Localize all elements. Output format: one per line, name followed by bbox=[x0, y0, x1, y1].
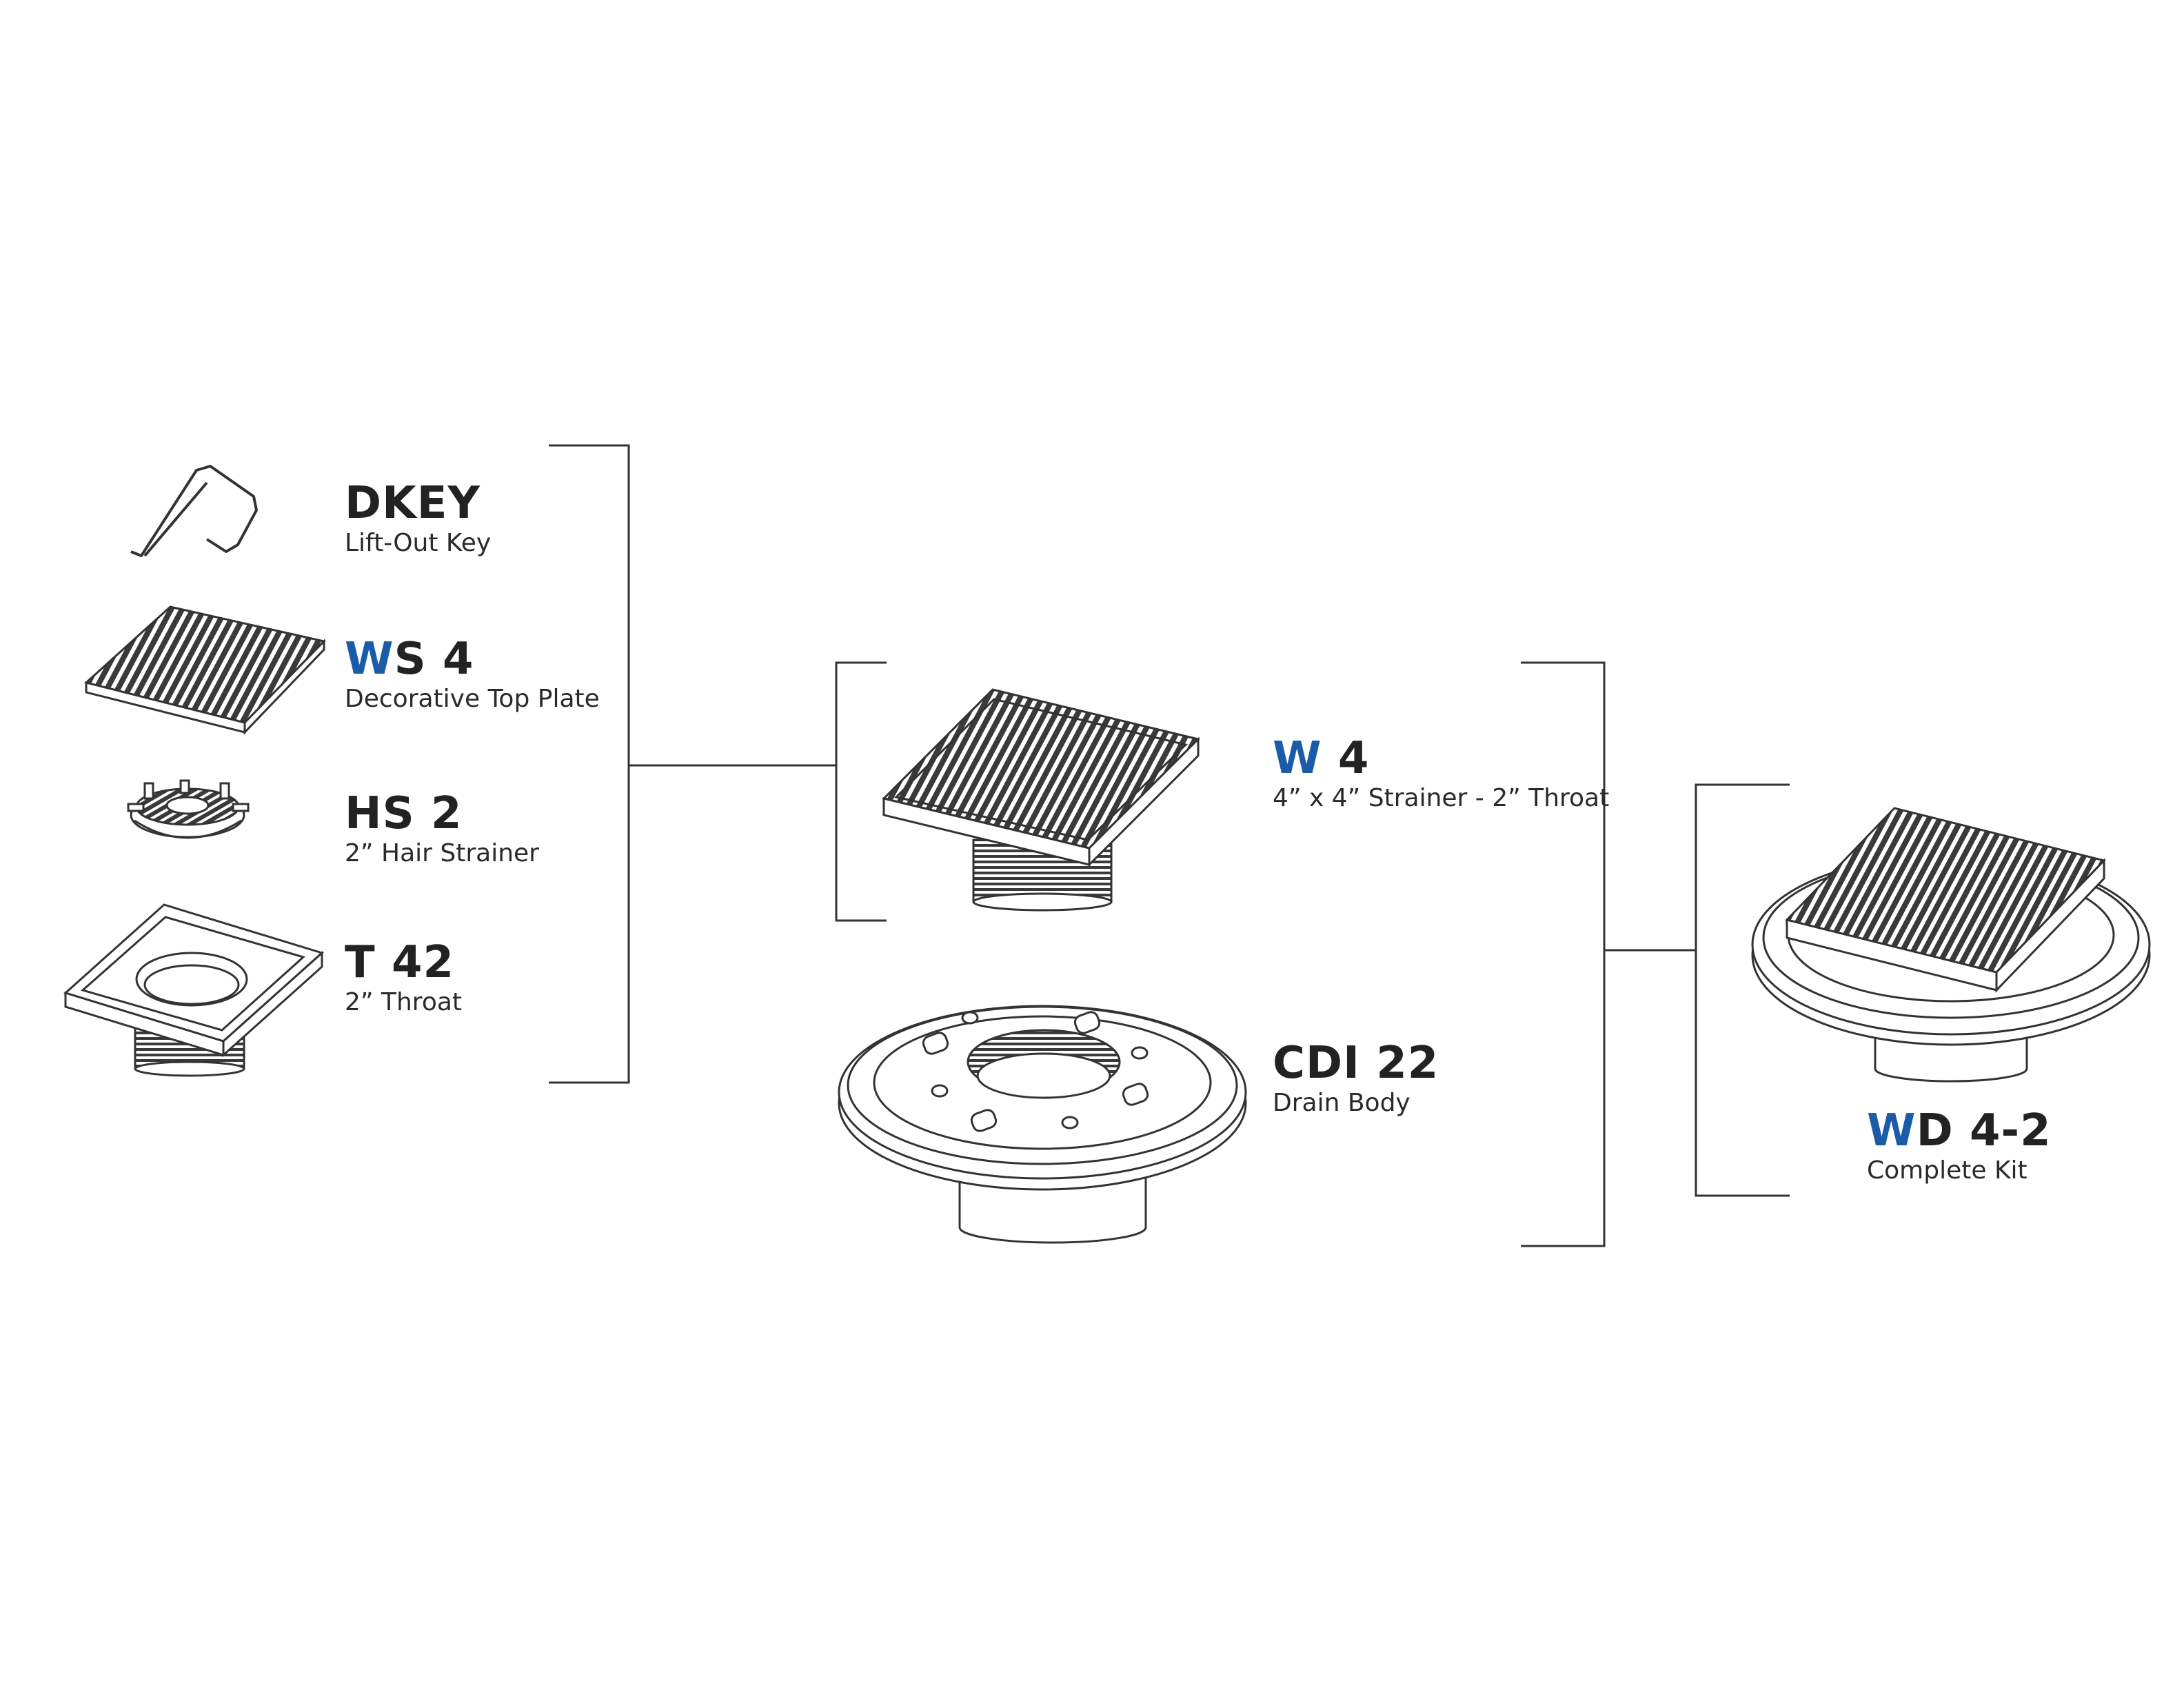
part-description: 2” Throat bbox=[345, 988, 463, 1016]
code-accent: W bbox=[1273, 733, 1322, 784]
part-ws4: WS 4 Decorative Top Plate bbox=[345, 634, 600, 714]
top-plate-icon bbox=[83, 605, 326, 735]
complete-kit-icon bbox=[1751, 807, 2151, 1083]
part-code: T 42 bbox=[345, 938, 462, 987]
code-accent: W bbox=[345, 634, 394, 685]
part-code: HS 2 bbox=[345, 789, 539, 838]
bracket-right bbox=[1695, 783, 1790, 1197]
code-rest: HS 2 bbox=[345, 788, 463, 839]
bracket-middle bbox=[835, 661, 1696, 1247]
part-t42: T 42 2” Throat bbox=[345, 938, 462, 1018]
code-rest: CDI 22 bbox=[1273, 1038, 1439, 1089]
part-code: WD 4-2 bbox=[1867, 1106, 2052, 1156]
part-wd42: WD 4-2 Complete Kit bbox=[1867, 1106, 2052, 1186]
code-rest: 4 bbox=[1322, 733, 1370, 784]
part-description: Drain Body bbox=[1273, 1089, 1410, 1117]
lift-key-icon bbox=[130, 465, 258, 557]
drain-body-icon bbox=[838, 1005, 1247, 1244]
code-rest: DKEY bbox=[345, 478, 481, 529]
part-description: Lift-Out Key bbox=[345, 529, 492, 557]
part-dkey: DKEY Lift-Out Key bbox=[345, 479, 491, 559]
part-cdi22: CDI 22 Drain Body bbox=[1273, 1038, 1439, 1118]
part-code: CDI 22 bbox=[1273, 1038, 1439, 1088]
hair-strainer-icon bbox=[127, 779, 250, 839]
part-hs2: HS 2 2” Hair Strainer bbox=[345, 789, 539, 869]
code-accent: W bbox=[1867, 1105, 1917, 1156]
part-description: 4” x 4” Strainer - 2” Throat bbox=[1273, 784, 1610, 812]
bracket-left bbox=[549, 444, 836, 1084]
part-description: Complete Kit bbox=[1867, 1156, 2028, 1185]
code-rest: D 4-2 bbox=[1916, 1105, 2052, 1156]
part-description: 2” Hair Strainer bbox=[345, 839, 539, 867]
code-rest: T 42 bbox=[345, 937, 454, 988]
part-code: W 4 bbox=[1273, 734, 1609, 783]
code-rest: S 4 bbox=[394, 634, 474, 685]
throat-icon bbox=[63, 903, 324, 1077]
part-code: DKEY bbox=[345, 479, 491, 528]
part-code: WS 4 bbox=[345, 634, 600, 684]
part-description: Decorative Top Plate bbox=[345, 685, 600, 713]
strainer-icon bbox=[882, 688, 1200, 912]
part-w4: W 4 4” x 4” Strainer - 2” Throat bbox=[1273, 734, 1609, 814]
